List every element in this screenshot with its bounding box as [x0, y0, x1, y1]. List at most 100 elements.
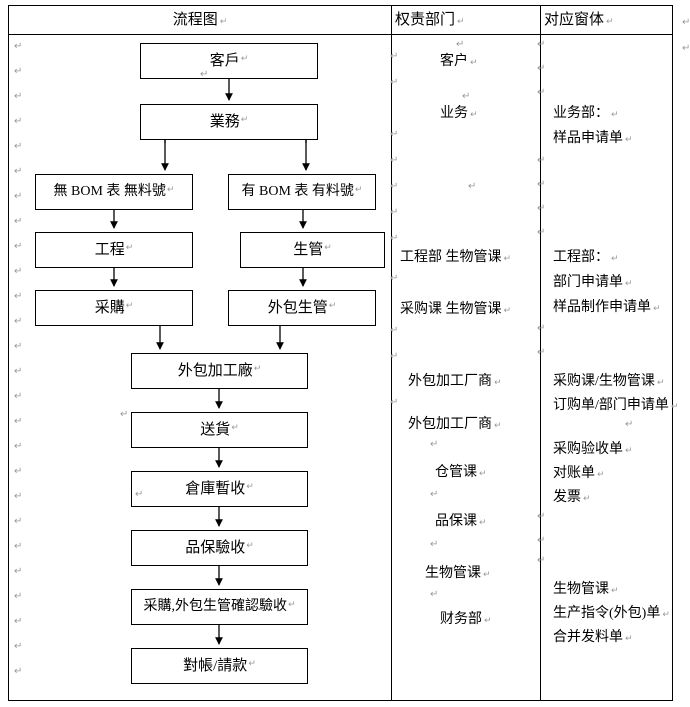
flow-node-label: 采購 — [94, 300, 125, 316]
dept-purch: 采购课 生物管课↵ — [400, 300, 511, 321]
form-prod-order: 生产指令(外包)单↵ — [553, 604, 670, 625]
paragraph-mark-icon: ↵ — [253, 364, 262, 374]
dept-qa: 品保课↵ — [435, 512, 487, 533]
paragraph-mark-icon: ↵ — [653, 304, 661, 314]
form-invoice: 发票↵ — [553, 488, 591, 509]
flow-node-no-bom[interactable]: 無 BOM 表 無料號↵ — [35, 174, 193, 210]
dept-factory-1: 外包加工厂商↵ — [408, 372, 502, 393]
flow-node-has-bom[interactable]: 有 BOM 表 有料號↵ — [228, 174, 376, 210]
paragraph-mark-icon: ↵ — [494, 421, 502, 431]
flow-node-sales[interactable]: 業務↵ — [140, 104, 318, 140]
dept-label: 采购课 生物管课 — [400, 302, 502, 317]
paragraph-mark-icon: ↵ — [390, 77, 399, 88]
flow-table: 流程图↵ 权责部门↵ 对应窗体↵ — [8, 5, 673, 701]
flow-node-label: 對帳/請款 — [183, 658, 248, 674]
form-label: 采购课/生物管课 — [553, 374, 655, 389]
flow-node-label: 倉庫暫收 — [185, 481, 246, 497]
paragraph-mark-icon: ↵ — [14, 166, 23, 177]
flow-node-outsource-factory[interactable]: 外包加工廠↵ — [131, 353, 308, 389]
column-header-dept: 权责部门↵ — [395, 9, 465, 33]
paragraph-mark-icon: ↵ — [583, 494, 591, 504]
form-label: 业务部： — [553, 106, 609, 121]
paragraph-mark-icon: ↵ — [390, 51, 399, 62]
paragraph-mark-icon: ↵ — [14, 91, 23, 102]
dept-label: 外包加工厂商 — [408, 374, 492, 389]
flow-node-purchase-confirm[interactable]: 采購,外包生管確認驗收↵ — [131, 589, 308, 625]
paragraph-mark-icon: ↵ — [597, 470, 605, 480]
paragraph-mark-icon: ↵ — [390, 233, 399, 244]
flow-node-reconcile[interactable]: 對帳/請款↵ — [131, 648, 308, 684]
paragraph-mark-icon: ↵ — [390, 155, 399, 166]
form-label: 样品制作申请单 — [553, 300, 651, 315]
paragraph-mark-icon: ↵ — [390, 207, 399, 218]
flow-node-label: 客戶 — [209, 53, 240, 69]
paragraph-mark-icon: ↵ — [537, 323, 546, 334]
paragraph-mark-icon: ↵ — [430, 439, 439, 450]
dept-label: 工程部 生物管课 — [400, 250, 502, 265]
form-dept-req: 部门申请单↵ — [553, 273, 633, 294]
form-label: 合并发料单 — [553, 630, 623, 645]
paragraph-mark-icon: ↵ — [430, 489, 439, 500]
paragraph-mark-icon: ↵ — [14, 491, 23, 502]
column-divider-2 — [540, 6, 541, 700]
paragraph-mark-icon: ↵ — [14, 591, 23, 602]
paragraph-mark-icon: ↵ — [537, 535, 546, 546]
paragraph-mark-icon: ↵ — [354, 185, 363, 195]
dept-label: 生物管课 — [425, 566, 481, 581]
form-sample-req: 样品申请单↵ — [553, 129, 633, 150]
paragraph-mark-icon: ↵ — [14, 41, 23, 52]
paragraph-mark-icon: ↵ — [670, 402, 679, 412]
paragraph-mark-icon: ↵ — [537, 555, 546, 566]
dept-label: 品保课 — [435, 514, 477, 529]
flow-node-qa-inspect[interactable]: 品保驗收↵ — [131, 530, 308, 566]
paragraph-mark-icon: ↵ — [430, 539, 439, 550]
dept-bio: 生物管课↵ — [425, 564, 491, 585]
form-label: 生物管课 — [553, 582, 609, 597]
paragraph-mark-icon: ↵ — [503, 306, 512, 316]
flow-node-engineering[interactable]: 工程↵ — [35, 232, 193, 268]
form-label: 发票 — [553, 490, 581, 505]
dept-eng: 工程部 生物管课↵ — [400, 248, 511, 269]
paragraph-mark-icon: ↵ — [14, 366, 23, 377]
paragraph-mark-icon: ↵ — [14, 216, 23, 227]
paragraph-mark-icon: ↵ — [14, 66, 23, 77]
form-sample-make: 样品制作申请单↵ — [553, 298, 661, 319]
flow-node-customer[interactable]: 客戶↵ — [140, 43, 318, 79]
paragraph-mark-icon: ↵ — [611, 254, 619, 264]
flow-node-outsource-pc[interactable]: 外包生管↵ — [228, 290, 376, 326]
flow-node-purchasing[interactable]: 采購↵ — [35, 290, 193, 326]
paragraph-mark-icon: ↵ — [14, 141, 23, 152]
paragraph-mark-icon: ↵ — [14, 616, 23, 627]
paragraph-mark-icon: ↵ — [135, 489, 144, 500]
paragraph-mark-icon: ↵ — [14, 466, 23, 477]
flow-node-delivery[interactable]: 送貨↵ — [131, 412, 308, 448]
paragraph-mark-icon: ↵ — [479, 469, 487, 479]
paragraph-mark-icon: ↵ — [483, 570, 491, 580]
paragraph-mark-icon: ↵ — [240, 54, 249, 64]
paragraph-mark-icon: ↵ — [14, 241, 23, 252]
paragraph-mark-icon: ↵ — [246, 482, 254, 492]
form-label: 对账单 — [553, 466, 595, 481]
paragraph-mark-icon: ↵ — [625, 634, 633, 644]
flow-node-label: 采購,外包生管確認驗收 — [143, 599, 287, 614]
form-label: 样品申请单 — [553, 131, 623, 146]
form-merge-issue: 合并发料单↵ — [553, 628, 633, 649]
paragraph-mark-icon: ↵ — [287, 600, 296, 610]
paragraph-mark-icon: ↵ — [14, 416, 23, 427]
dept-label: 外包加工厂商 — [408, 417, 492, 432]
flow-node-label: 有 BOM 表 有料號 — [241, 184, 354, 199]
form-eng-dept: 工程部：↵ — [553, 248, 619, 269]
paragraph-mark-icon: ↵ — [682, 17, 690, 28]
paragraph-mark-icon: ↵ — [390, 325, 399, 336]
flow-node-warehouse-temp[interactable]: 倉庫暫收↵ — [131, 471, 308, 507]
column-header-dept-label: 权责部门 — [395, 12, 456, 28]
column-header-form-label: 对应窗体 — [544, 12, 605, 28]
paragraph-mark-icon: ↵ — [537, 511, 546, 522]
form-bio-mgmt: 生物管课↵ — [553, 580, 619, 601]
dept-sales: 业务↵ — [440, 104, 478, 125]
form-statement: 对账单↵ — [553, 464, 605, 485]
form-label: 采购验收单 — [553, 442, 623, 457]
flow-node-production-ctrl[interactable]: 生管↵ — [240, 232, 385, 268]
paragraph-mark-icon: ↵ — [240, 115, 249, 125]
paragraph-mark-icon: ↵ — [462, 91, 471, 102]
